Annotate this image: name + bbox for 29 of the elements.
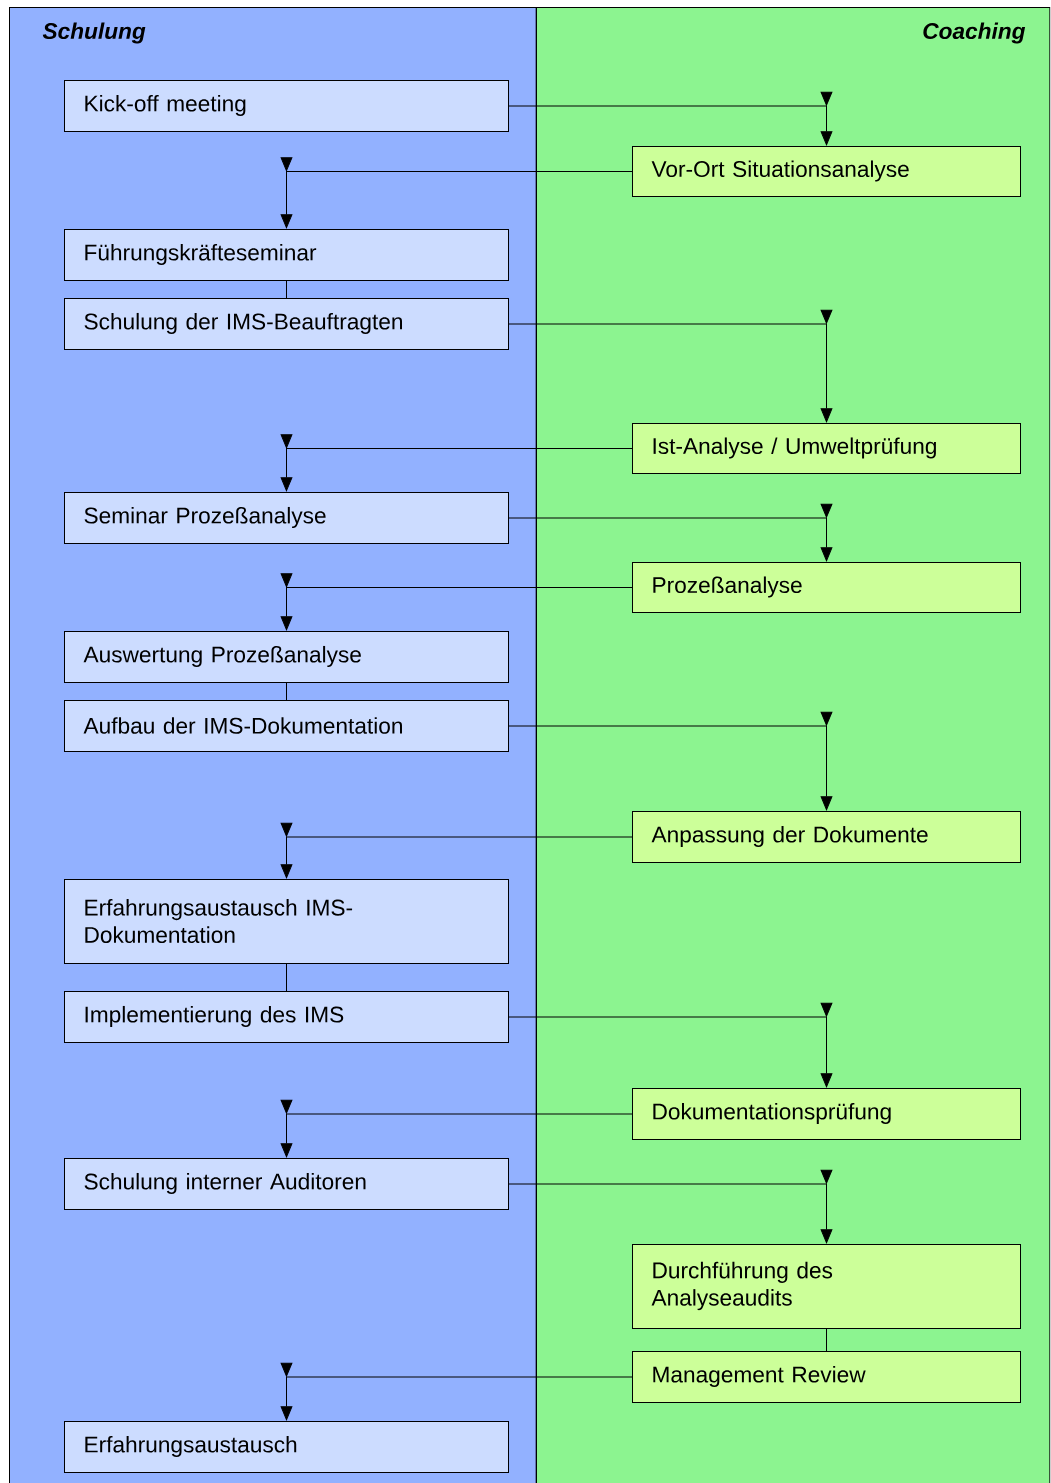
process-box: Anpassung der Dokumente [632,811,1021,863]
process-box: Schulung der IMS-Beauftragten [64,298,509,350]
process-box: Prozeßanalyse [632,562,1021,613]
arrow [280,573,633,631]
process-box: Vor-Ort Situationsanalyse [632,146,1021,197]
arrow [280,822,633,879]
process-box: Implementierung des IMS [64,991,509,1043]
arrow [508,711,833,811]
arrow [508,1169,833,1244]
process-box: Dokumentationsprüfung [632,1088,1021,1140]
arrow [508,1002,833,1088]
process-box: Ist-Analyse / Umweltprüfung [632,423,1021,474]
arrow [280,157,633,229]
arrow [280,1362,633,1421]
process-box: Erfahrungsaustausch [64,1421,509,1473]
process-box: Aufbau der IMS-Dokumentation [64,700,509,752]
process-box: Erfahrungsaustausch IMS-Dokumentation [64,879,509,964]
arrow [508,309,833,423]
arrow [508,503,833,562]
process-box: Durchführung des Analyseaudits [632,1244,1021,1329]
process-box: Management Review [632,1351,1021,1403]
arrow [280,434,633,492]
process-box: Kick-off meeting [64,80,509,132]
process-box: Führungskräfteseminar [64,229,509,281]
process-box: Schulung interner Auditoren [64,1158,509,1210]
process-box: Seminar Prozeßanalyse [64,492,509,544]
arrow [508,91,833,146]
arrow [280,1099,633,1158]
process-box: Auswertung Prozeßanalyse [64,631,509,683]
